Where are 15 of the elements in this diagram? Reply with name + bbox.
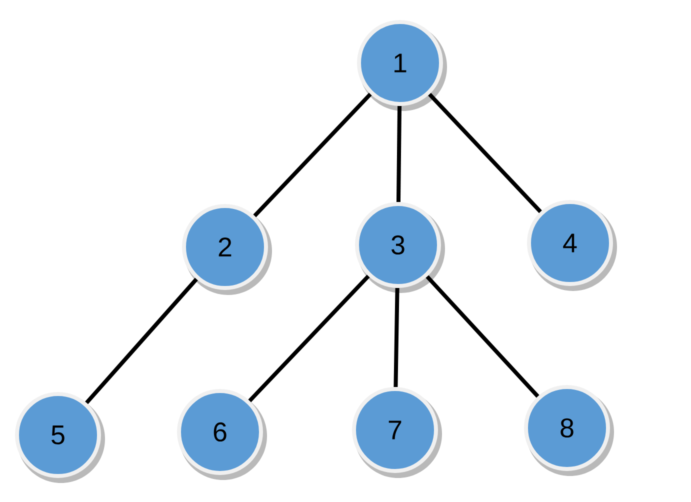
- connector-line: [85, 278, 198, 404]
- connector-line: [248, 274, 370, 402]
- circle-node: 4: [527, 200, 617, 291]
- circle-node: 8: [524, 384, 614, 476]
- connector-line: [394, 288, 400, 388]
- connector-line: [396, 106, 402, 202]
- circle-node: 1: [357, 20, 447, 111]
- circle-node: 7: [352, 386, 442, 478]
- circle-node: 2: [182, 204, 272, 295]
- circle-node: 5: [15, 392, 105, 483]
- connector-line: [428, 92, 542, 214]
- connector-line: [426, 275, 540, 398]
- connector-line: [253, 92, 372, 218]
- circle-node: 6: [177, 388, 267, 480]
- circle-node: 3: [355, 202, 445, 293]
